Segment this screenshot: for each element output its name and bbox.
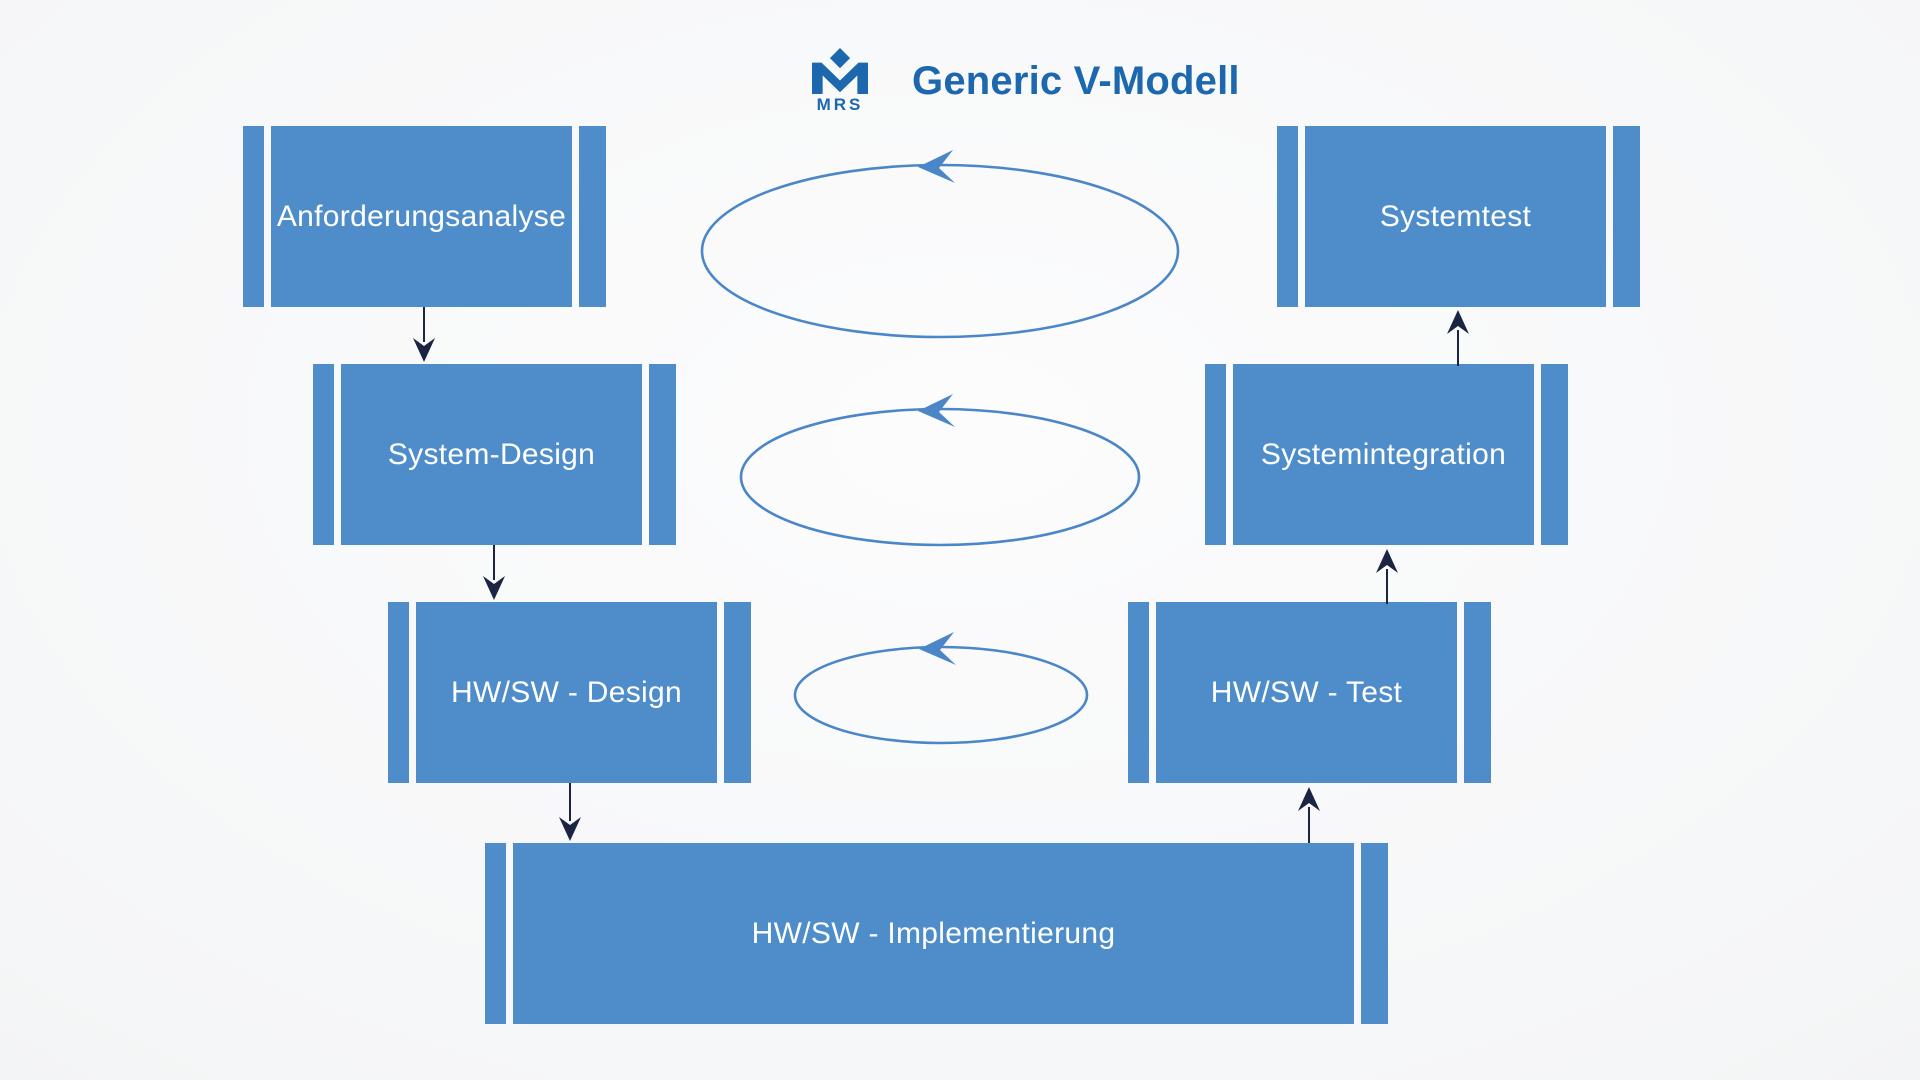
box-right-bar (724, 602, 751, 783)
iteration-loop-3 (793, 645, 1089, 745)
node-systemintegration: Systemintegration (1205, 364, 1568, 545)
node-systemtest: Systemtest (1277, 126, 1640, 307)
node-system-design: System-Design (313, 364, 676, 545)
mrs-logo-icon (812, 48, 868, 94)
arrowhead-down-icon (413, 338, 435, 362)
iteration-loop-2 (739, 407, 1141, 547)
node-hwsw-test: HW/SW - Test (1128, 602, 1491, 783)
node-label: System-Design (387, 437, 596, 471)
box-body: HW/SW - Implementierung (513, 843, 1354, 1024)
box-right-bar (1464, 602, 1491, 783)
node-anforderungsanalyse: Anforderungsanalyse (243, 126, 606, 307)
box-body: System-Design (341, 364, 642, 545)
box-right-bar (1541, 364, 1568, 545)
box-body: HW/SW - Design (416, 602, 717, 783)
logo-m-shape (812, 62, 868, 94)
node-label: HW/SW - Design (451, 675, 682, 709)
logo-text: MRS (816, 95, 864, 114)
node-label: Systemintegration (1260, 437, 1507, 471)
box-left-bar (313, 364, 334, 545)
box-left-bar (243, 126, 264, 307)
box-left-bar (388, 602, 409, 783)
node-hwsw-design: HW/SW - Design (388, 602, 751, 783)
node-hwsw-implementierung: HW/SW - Implementierung (485, 843, 1388, 1024)
box-body: Systemintegration (1233, 364, 1534, 545)
box-right-bar (1361, 843, 1388, 1024)
node-label: HW/SW - Implementierung (751, 916, 1116, 950)
box-right-bar (579, 126, 606, 307)
loop-arrowhead-icon (918, 150, 955, 183)
node-label: HW/SW - Test (1210, 675, 1403, 709)
box-left-bar (485, 843, 506, 1024)
box-right-bar (649, 364, 676, 545)
loop-arrowhead-icon (918, 394, 955, 427)
iteration-loop-arrowheads (918, 150, 956, 665)
arrowhead-up-icon (1376, 549, 1398, 573)
box-left-bar (1128, 602, 1149, 783)
header: MRS Generic V-Modell (810, 48, 1240, 115)
loop-arrowhead-icon (919, 632, 956, 665)
arrowhead-down-icon (483, 576, 505, 600)
box-right-bar (1613, 126, 1640, 307)
iteration-loops (700, 163, 1180, 745)
node-label: Anforderungsanalyse (276, 199, 567, 233)
box-body: Systemtest (1305, 126, 1606, 307)
arrowhead-down-icon (559, 817, 581, 841)
box-left-bar (1277, 126, 1298, 307)
arrowhead-up-icon (1447, 310, 1469, 334)
box-body: Anforderungsanalyse (271, 126, 572, 307)
arrowhead-up-icon (1298, 787, 1320, 811)
box-body: HW/SW - Test (1156, 602, 1457, 783)
logo-diamond-shape (829, 48, 851, 69)
page-title: Generic V-Modell (912, 59, 1240, 103)
node-label: Systemtest (1379, 199, 1532, 233)
iteration-loop-1 (700, 163, 1180, 339)
box-left-bar (1205, 364, 1226, 545)
mrs-logo: MRS (810, 48, 870, 115)
